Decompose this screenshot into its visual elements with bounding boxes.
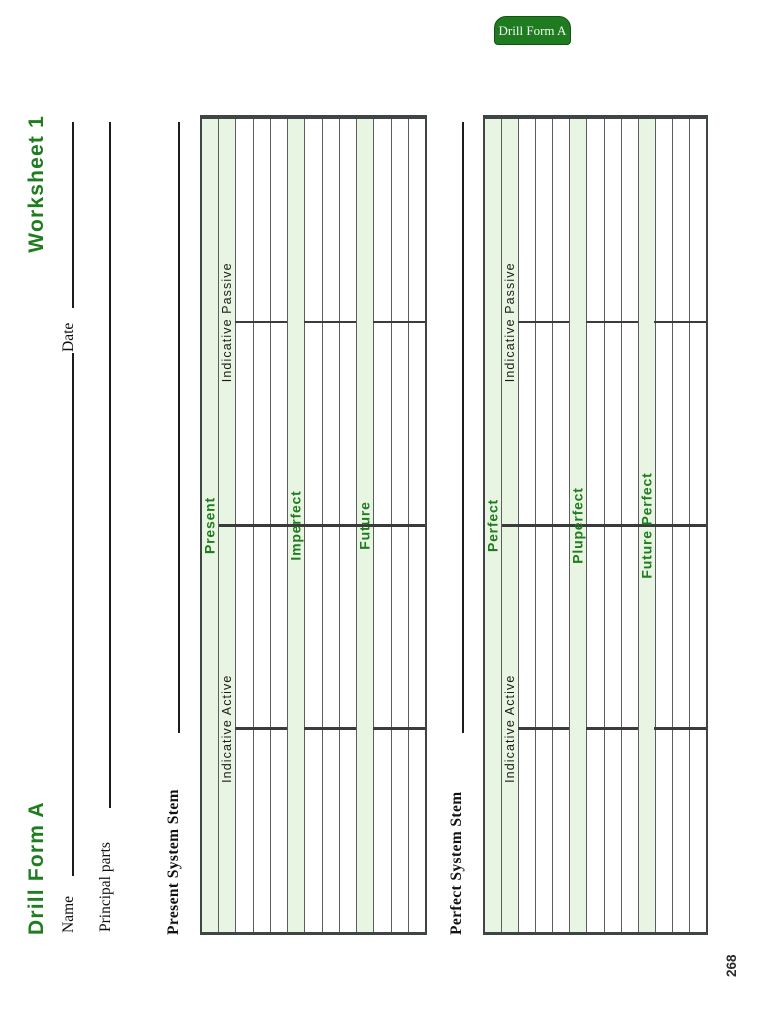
tense-band-future: Future [356, 119, 374, 932]
tense-label: Future [356, 501, 373, 550]
present-system-table: Present Indicative Active Indicative Pas… [200, 115, 427, 935]
active-passive-divider [502, 524, 706, 527]
tense-label: Present [201, 497, 218, 554]
form-title: Drill Form A [25, 801, 48, 935]
indicative-active-header: Indicative Active [220, 674, 235, 783]
principal-parts-label: Principal parts [97, 842, 114, 932]
tense-band-imperfect: Imperfect [287, 119, 305, 932]
tense-band-pluperfect: Pluperfect [569, 119, 587, 932]
perfect-system-table: Perfect Indicative Active Indicative Pas… [483, 115, 708, 935]
drill-form-tab-badge: Drill Form A [494, 16, 571, 45]
tense-label: Pluperfect [569, 487, 586, 564]
tense-band-future-perfect: Future Perfect [637, 119, 655, 932]
tense-band-perfect: Perfect [484, 119, 502, 932]
tense-label: Perfect [484, 498, 501, 553]
tense-band-present: Present [201, 119, 219, 932]
tense-label: Future Perfect [638, 472, 655, 579]
voice-header-row: Indicative Active Indicative Passive [501, 119, 519, 932]
tense-label: Imperfect [287, 490, 304, 561]
active-passive-divider [219, 524, 425, 527]
name-blank-line [72, 353, 74, 876]
indicative-active-header: Indicative Active [503, 674, 518, 783]
present-system-stem-label: Present System Stem [165, 789, 182, 935]
date-blank-line [72, 122, 74, 308]
drill-form-tab-label: Drill Form A [498, 22, 567, 38]
voice-header-row: Indicative Active Indicative Passive [218, 119, 236, 932]
perfect-system-stem-label: Perfect System Stem [448, 791, 465, 935]
name-label: Name [60, 895, 77, 933]
perfect-system-stem-blank-line [462, 122, 464, 733]
date-label: Date [60, 322, 77, 352]
indicative-passive-header: Indicative Passive [220, 262, 235, 383]
page-number: 268 [724, 954, 739, 977]
worksheet-title: Worksheet 1 [25, 115, 48, 253]
indicative-passive-header: Indicative Passive [503, 262, 518, 383]
present-system-stem-blank-line [178, 122, 180, 733]
principal-parts-blank-line [109, 122, 111, 808]
